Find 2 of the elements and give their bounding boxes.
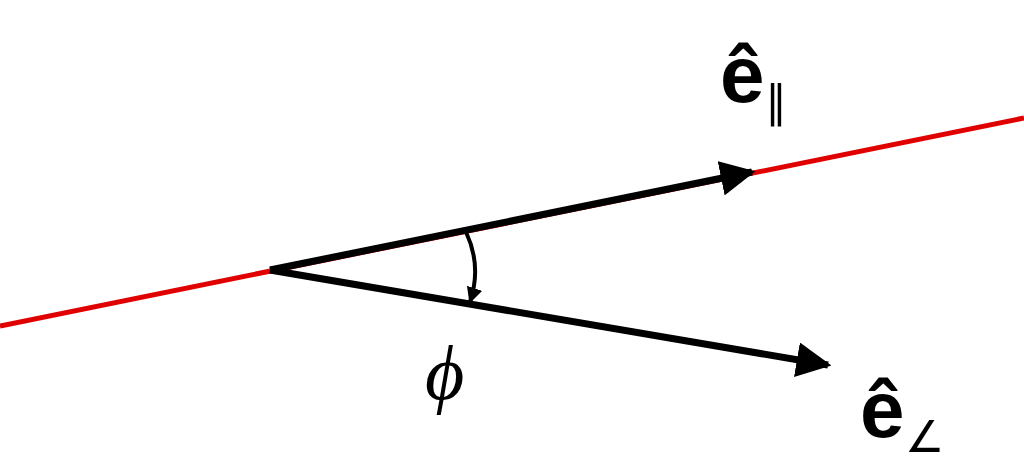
vector-label: ê$_{∥}$ bbox=[720, 35, 787, 125]
vector-label: ê$_{∠}$ bbox=[860, 370, 944, 460]
